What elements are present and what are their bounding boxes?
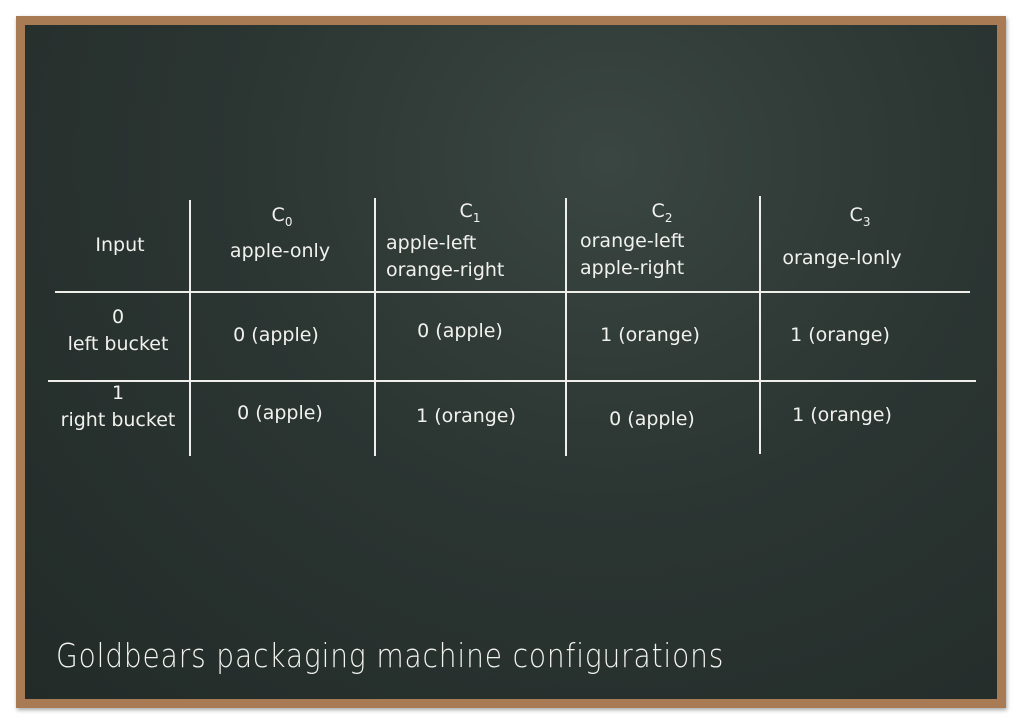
- header-c2-label-1: orange-left: [580, 230, 685, 252]
- header-c3-id: C3: [849, 204, 871, 229]
- caption: Goldbears packaging machine configuratio…: [56, 636, 725, 675]
- row0-cell-c2: 1 (orange): [600, 324, 700, 346]
- row1-input-label: right bucket: [60, 409, 176, 431]
- row1-cell-c3: 1 (orange): [792, 404, 892, 426]
- header-c2-label-2: apple-right: [580, 257, 685, 279]
- header-c0-label: apple-only: [229, 240, 331, 262]
- row1-cell-c1: 1 (orange): [416, 405, 516, 427]
- header-c1-label-1: apple-left: [386, 232, 477, 254]
- header-c3-label: orange-lonly: [782, 247, 902, 269]
- column-divider: [759, 196, 761, 454]
- chalkboard: [25, 25, 997, 699]
- row0-cell-c0: 0 (apple): [233, 324, 319, 346]
- column-divider: [189, 200, 191, 456]
- header-c0-id: C0: [271, 204, 293, 229]
- row0-input-label: left bucket: [67, 333, 169, 355]
- header-input: Input: [95, 234, 145, 256]
- header-c1-label-2: orange-right: [386, 259, 505, 281]
- row1-cell-c0: 0 (apple): [237, 402, 323, 424]
- header-c1-id: C1: [459, 200, 481, 225]
- header-divider: [55, 291, 970, 293]
- column-divider: [565, 198, 567, 456]
- header-c2-id: C2: [651, 200, 673, 225]
- row0-cell-c1: 0 (apple): [417, 320, 503, 342]
- row0-input-value: 0: [111, 306, 125, 328]
- column-divider: [374, 198, 376, 456]
- row1-input-value: 1: [111, 382, 125, 404]
- row0-cell-c3: 1 (orange): [790, 324, 890, 346]
- chalkboard-frame: [16, 16, 1006, 708]
- row1-cell-c2: 0 (apple): [609, 408, 695, 430]
- row-divider: [48, 380, 976, 382]
